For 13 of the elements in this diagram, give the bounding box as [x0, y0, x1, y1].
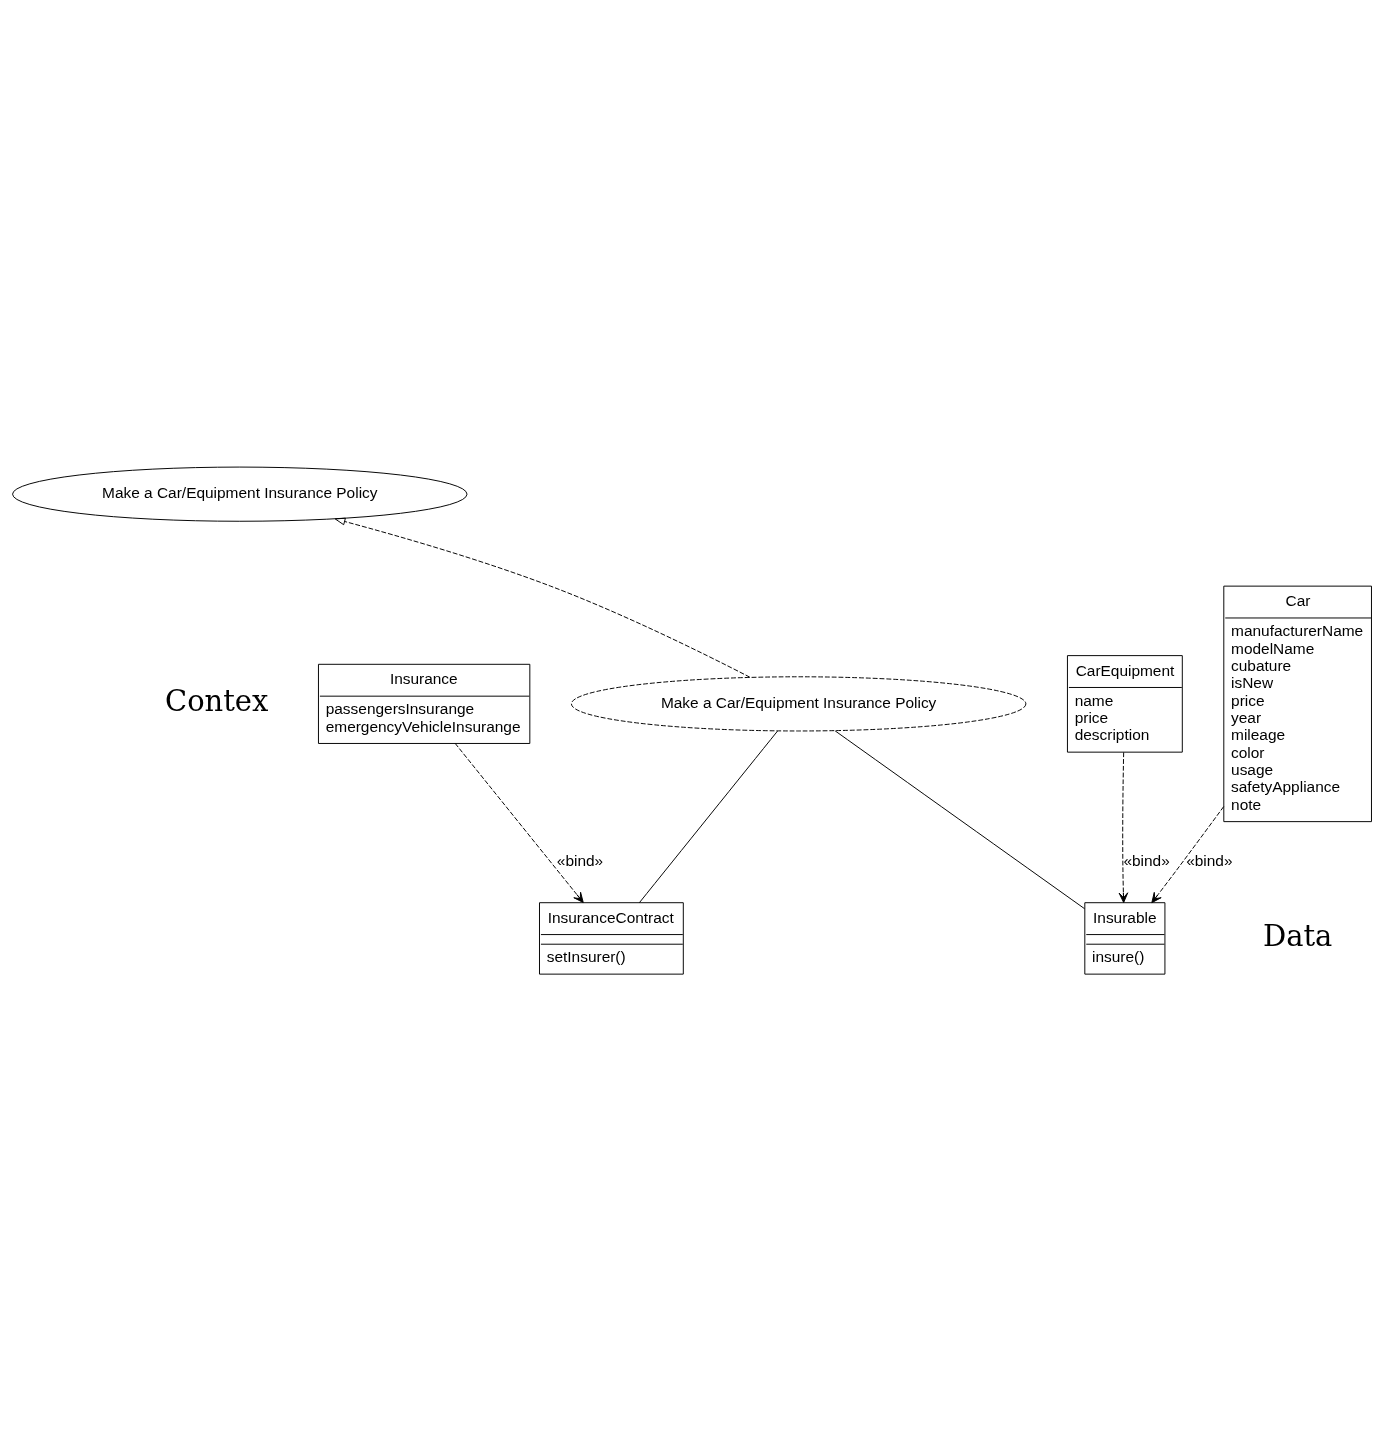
arrow: [1118, 751, 1129, 903]
edge-label: «bind»: [1186, 851, 1233, 869]
label: Contex: [164, 683, 269, 718]
node-ellipse: Make a Car/Equipment Insurance Policy: [570, 675, 1027, 731]
arrow: [334, 517, 751, 678]
label: Data: [1262, 918, 1333, 953]
edge-label: «bind»: [556, 851, 604, 869]
node-ellipse: Make a Car/Equipment Insurance Policy: [12, 466, 468, 522]
connector: [834, 729, 1086, 909]
connector: [638, 730, 778, 903]
arrow: [1151, 805, 1225, 903]
edge-label: «bind»: [1123, 851, 1170, 869]
arrow: [454, 742, 584, 903]
